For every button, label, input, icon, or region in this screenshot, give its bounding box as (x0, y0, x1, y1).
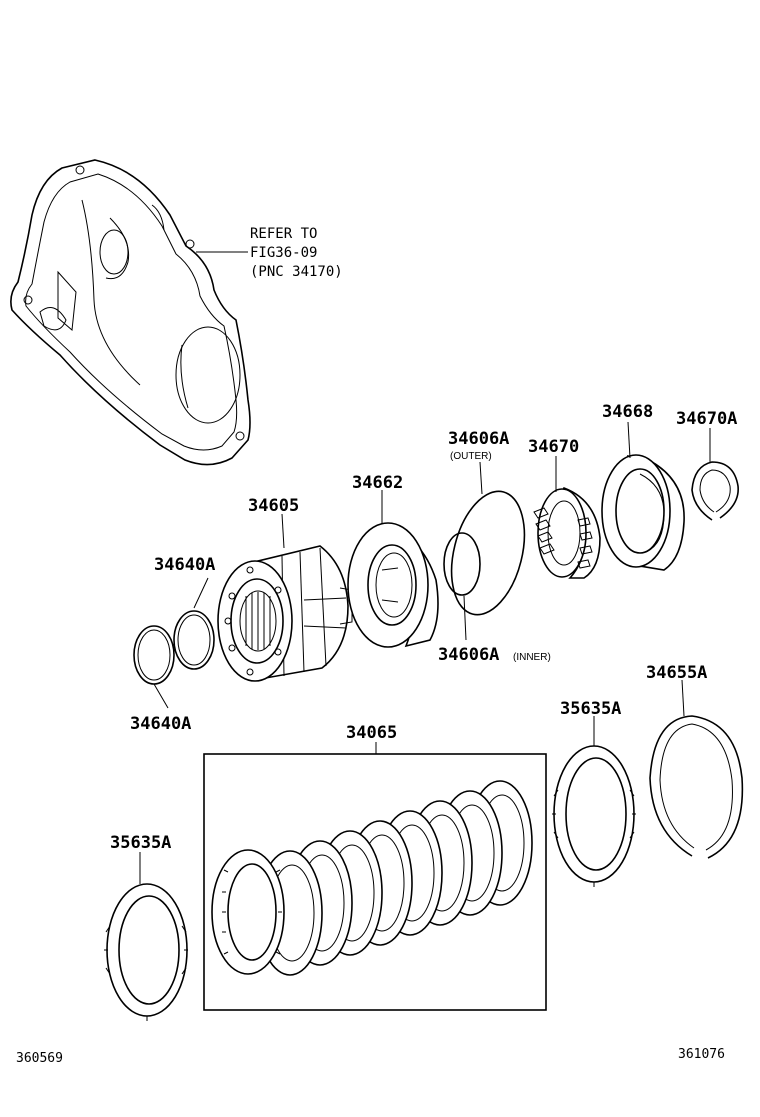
leader-34640a-upper (193, 577, 209, 609)
label-35635a-left: 35635A (110, 833, 171, 853)
transmission-case-outline (10, 159, 251, 466)
label-34670: 34670 (528, 437, 579, 457)
leader-34606a-outer (479, 461, 483, 495)
clutch-pack-frame-34065 (203, 753, 547, 1011)
label-34065: 34065 (346, 723, 397, 743)
leader-34668 (627, 421, 631, 459)
reference-note-line1: REFER TO (250, 226, 317, 242)
snap-ring-34640a-right (173, 610, 215, 670)
label-35635a-right: 35635A (560, 699, 621, 719)
planetary-carrier-34605 (217, 545, 353, 682)
label-inner-note: (INNER) (513, 652, 551, 663)
figure-code-left: 360569 (16, 1051, 63, 1066)
label-34606a-inner: 34606A (438, 645, 499, 665)
snap-ring-34640a-left (133, 625, 175, 685)
leader-34605 (281, 513, 285, 549)
label-34668: 34668 (602, 402, 653, 422)
o-ring-34606a-outer (450, 490, 526, 616)
snap-ring-34670a (691, 461, 739, 521)
reference-note-line3: (PNC 34170) (250, 264, 343, 280)
label-34640a-lower: 34640A (130, 714, 191, 734)
leader-34640a-lower (153, 683, 169, 709)
figure-code-right: 361076 (678, 1047, 725, 1062)
label-34606a-outer: 34606A (448, 429, 509, 449)
leader-34606a-inner (463, 595, 467, 641)
reference-note-line2: FIG36-09 (250, 245, 317, 261)
o-ring-34606a-inner (443, 532, 481, 596)
label-34662: 34662 (352, 473, 403, 493)
label-34605: 34605 (248, 496, 299, 516)
label-34655a: 34655A (646, 663, 707, 683)
leader-34655a (681, 679, 685, 717)
snap-ring-34655a (649, 715, 744, 859)
retainer-34668 (601, 454, 685, 571)
clutch-pack-discs (211, 780, 533, 976)
return-spring-34670 (533, 486, 601, 579)
flange-plate-35635a-right (552, 741, 636, 887)
label-34640a-upper: 34640A (154, 555, 215, 575)
flange-plate-35635a-left (104, 883, 188, 1021)
label-34670a: 34670A (676, 409, 737, 429)
piston-34662 (347, 522, 439, 648)
label-outer-note: (OUTER) (450, 451, 492, 462)
